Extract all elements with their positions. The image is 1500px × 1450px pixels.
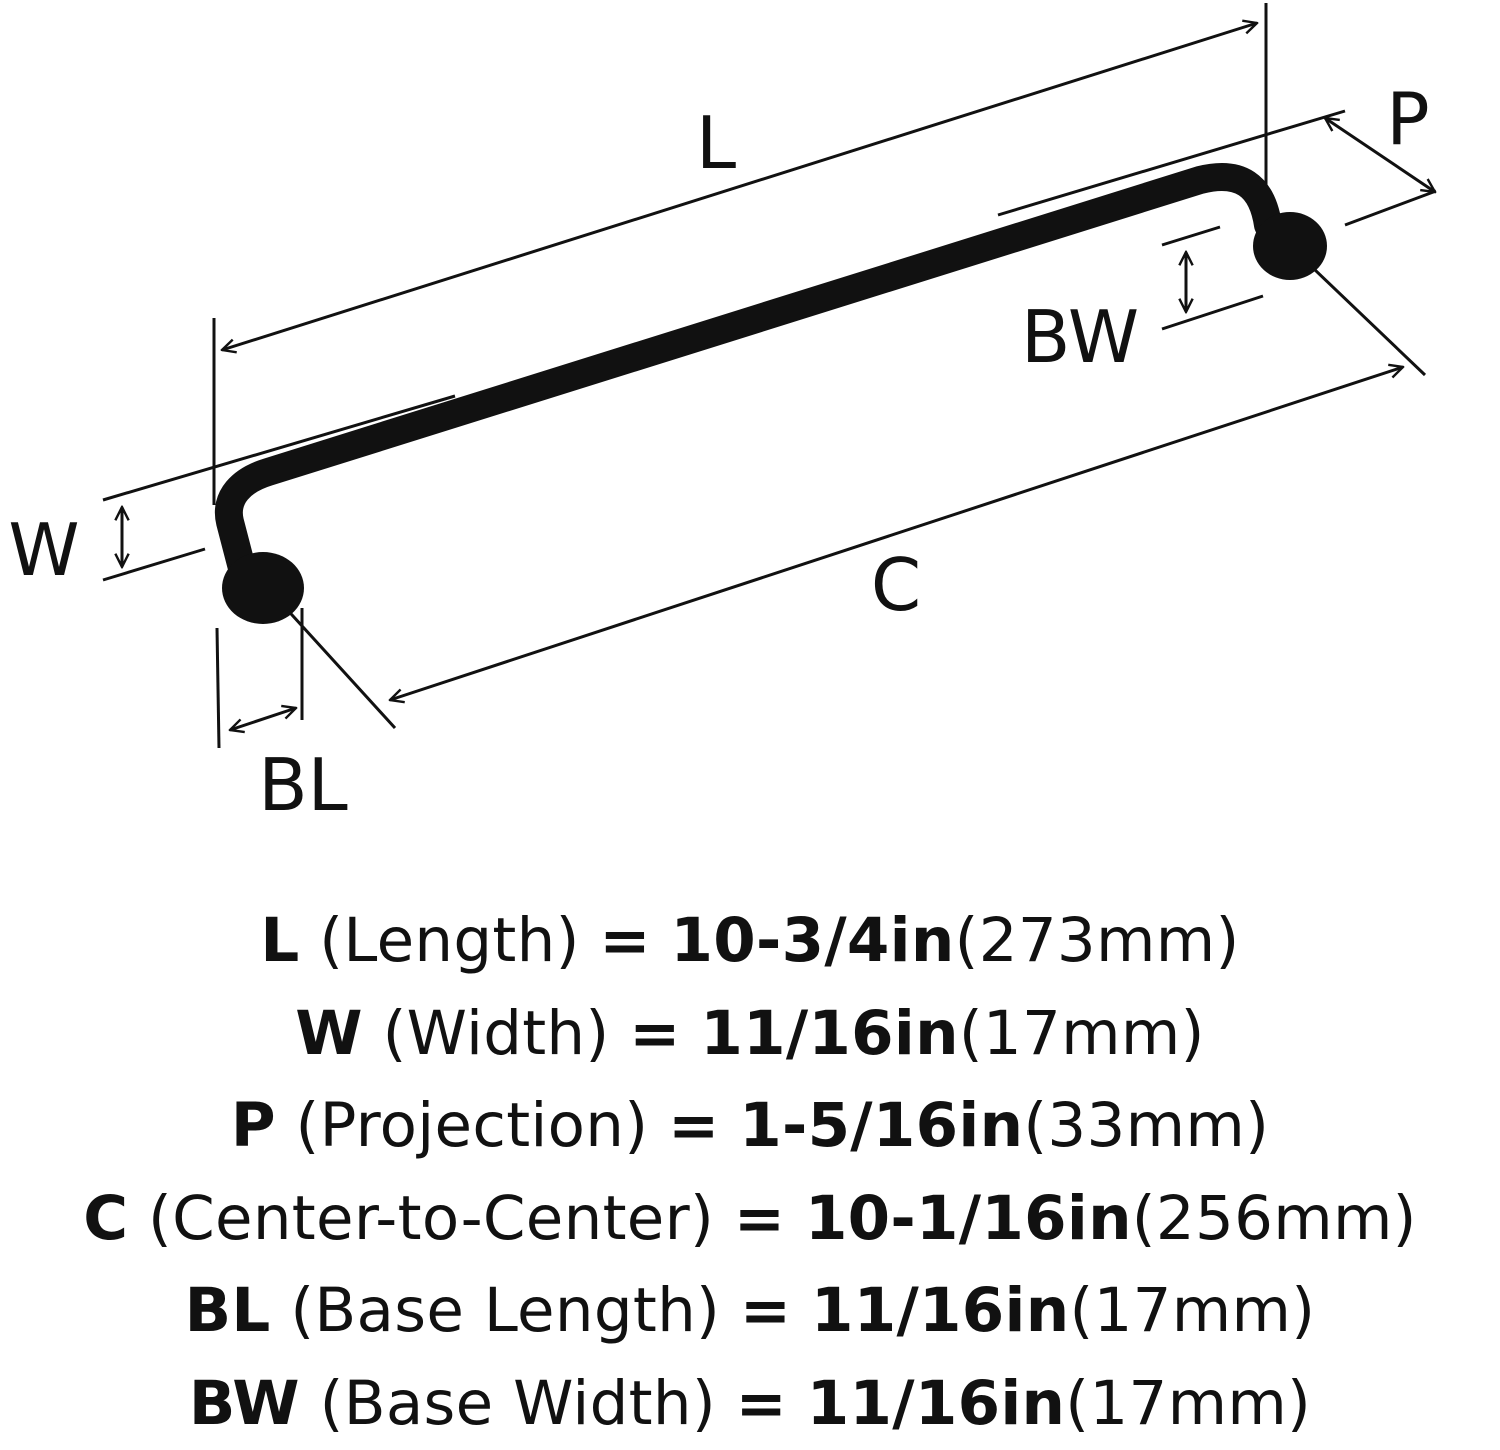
handle-illustration (222, 177, 1327, 624)
dimension-arrows (122, 23, 1435, 730)
spec-inches: 11/16in (807, 1368, 1066, 1439)
spec-symbol: BW (189, 1368, 300, 1439)
spec-name: (Base Width) (320, 1368, 716, 1439)
label-width: W (8, 508, 79, 592)
spec-projection: P (Projection) = 1-5/16in(33mm) (0, 1080, 1500, 1173)
spec-symbol: P (231, 1090, 276, 1161)
spec-base-length: BL (Base Length) = 11/16in(17mm) (0, 1265, 1500, 1358)
spec-equals: = (629, 998, 680, 1069)
spec-millimeters: (17mm) (1069, 1275, 1315, 1346)
spec-name: (Width) (383, 998, 610, 1069)
spec-equals: = (599, 905, 650, 976)
spec-equals: = (734, 1183, 785, 1254)
specification-list: L (Length) = 10-3/4in(273mm) W (Width) =… (0, 895, 1500, 1450)
spec-inches: 10-1/16in (805, 1183, 1132, 1254)
spec-inches: 11/16in (700, 998, 959, 1069)
spec-width: W (Width) = 11/16in(17mm) (0, 988, 1500, 1081)
spec-inches: 10-3/4in (671, 905, 955, 976)
label-base-length: BL (258, 743, 348, 827)
spec-equals: = (668, 1090, 719, 1161)
spec-millimeters: (17mm) (959, 998, 1205, 1069)
spec-millimeters: (273mm) (955, 905, 1240, 976)
center-to-center-arrow (390, 367, 1403, 700)
label-center-to-center: C (871, 543, 921, 627)
spec-symbol: W (295, 998, 363, 1069)
spec-name: (Center-to-Center) (148, 1183, 714, 1254)
spec-inches: 11/16in (811, 1275, 1070, 1346)
spec-millimeters: (256mm) (1132, 1183, 1417, 1254)
spec-center-to-center: C (Center-to-Center) = 10-1/16in(256mm) (0, 1173, 1500, 1266)
spec-name: (Projection) (296, 1090, 649, 1161)
spec-millimeters: (33mm) (1023, 1090, 1269, 1161)
left-base-post (222, 552, 304, 624)
spec-equals: = (736, 1368, 787, 1439)
spec-symbol: C (83, 1183, 128, 1254)
spec-name: (Base Length) (290, 1275, 720, 1346)
label-base-width: BW (1021, 295, 1139, 379)
base-length-arrow (230, 708, 296, 730)
extension-lines (103, 3, 1436, 748)
spec-millimeters: (17mm) (1065, 1368, 1311, 1439)
label-length: L (696, 101, 736, 185)
spec-base-width: BW (Base Width) = 11/16in(17mm) (0, 1358, 1500, 1450)
spec-equals: = (740, 1275, 791, 1346)
spec-inches: 1-5/16in (739, 1090, 1023, 1161)
spec-symbol: BL (185, 1275, 271, 1346)
spec-length: L (Length) = 10-3/4in(273mm) (0, 895, 1500, 988)
right-base-post (1253, 212, 1327, 280)
spec-symbol: L (260, 905, 299, 976)
spec-name: (Length) (319, 905, 579, 976)
label-projection: P (1386, 77, 1429, 161)
handle-dimension-diagram: L P BW W C BL (0, 0, 1500, 880)
